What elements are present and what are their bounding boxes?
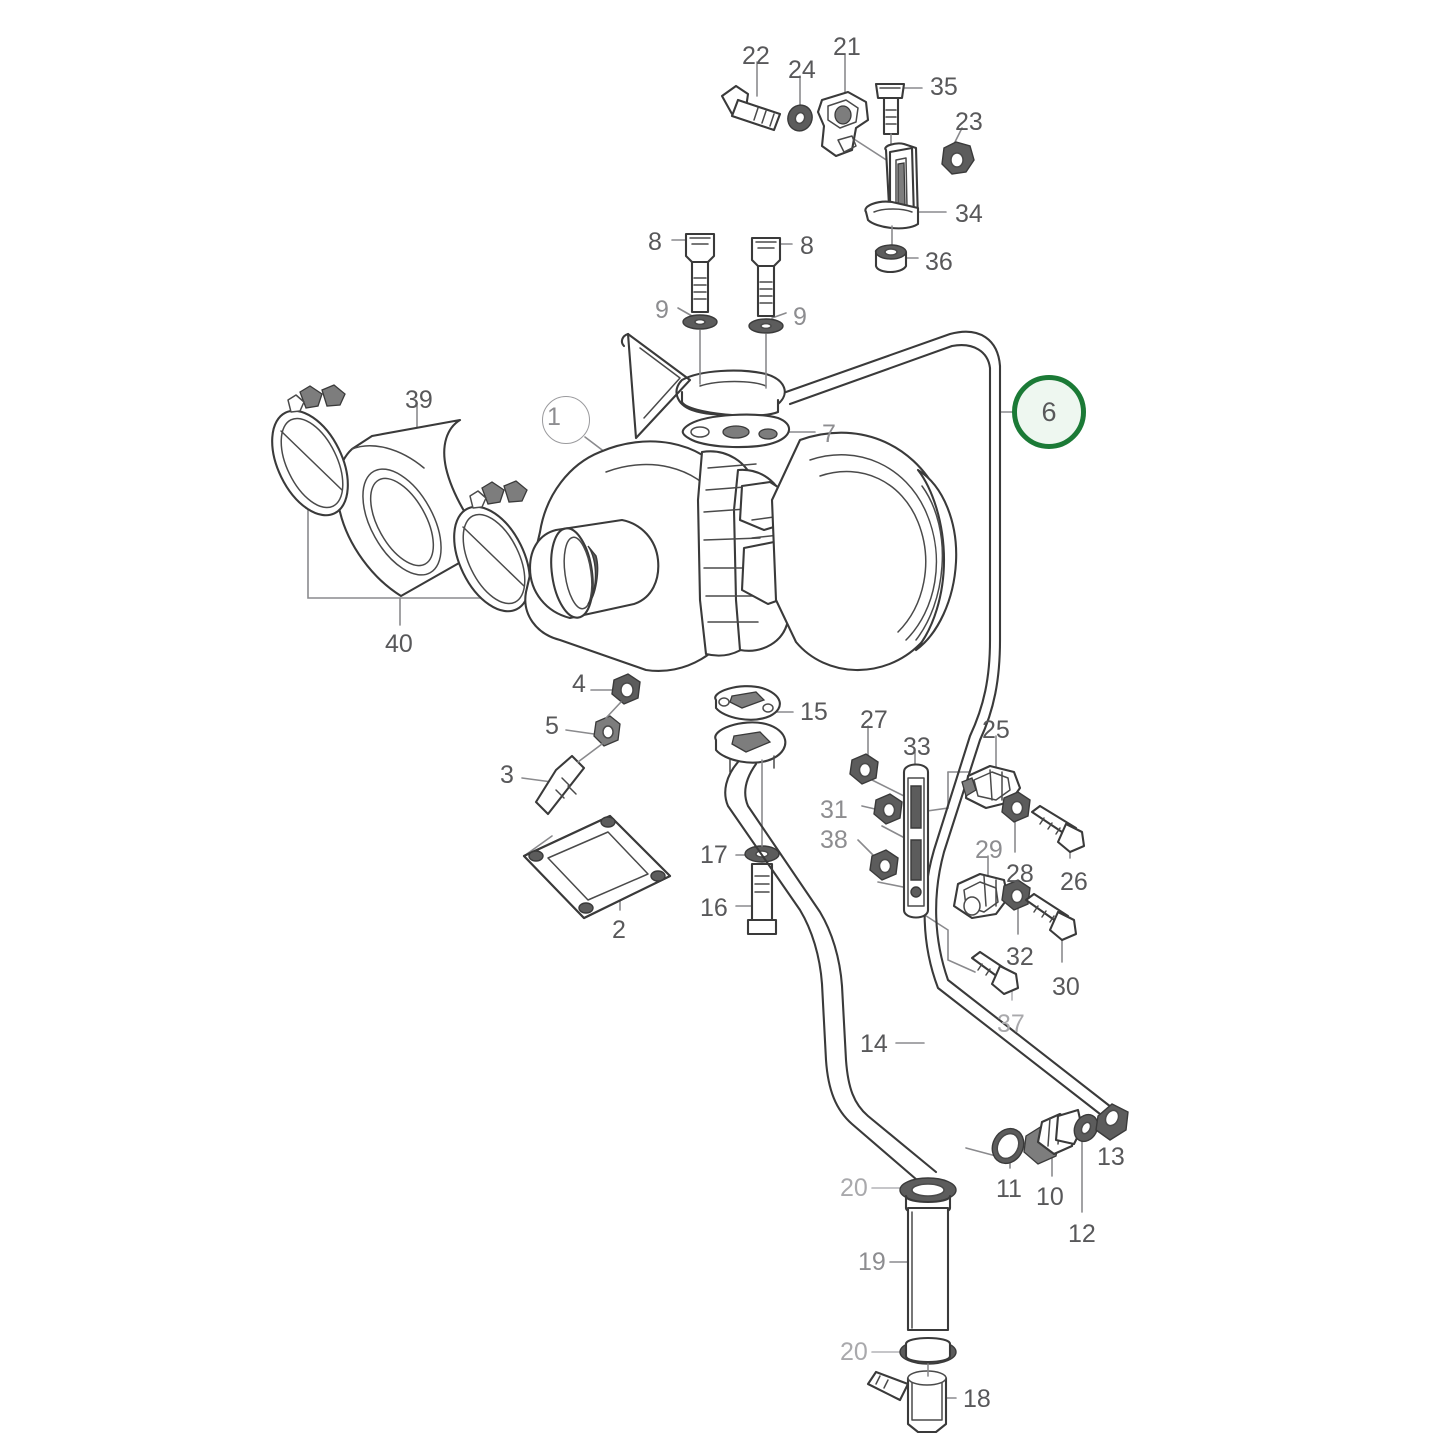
callout-label-24: 24 <box>788 58 816 83</box>
callout-label-8b: 8 <box>800 234 814 259</box>
callout-label-14: 14 <box>860 1032 888 1057</box>
callout-label-20b: 20 <box>840 1340 868 1365</box>
bracket-and-clamp-cluster <box>850 754 1084 994</box>
callout-label-19: 19 <box>858 1250 886 1275</box>
callout-label-20a: 20 <box>840 1176 868 1201</box>
cap-screws-and-washers <box>683 234 783 388</box>
callout-label-38: 38 <box>820 828 848 853</box>
callout-label-29: 29 <box>975 838 1003 863</box>
callout-label-34: 34 <box>955 202 983 227</box>
callout-label-2: 2 <box>612 918 626 943</box>
callout-label-30: 30 <box>1052 975 1080 1000</box>
callout-label-7: 7 <box>822 422 836 447</box>
callout-label-32: 32 <box>1006 945 1034 970</box>
highlighted-part-badge-6[interactable]: 6 <box>1012 375 1086 449</box>
callout-label-40: 40 <box>385 632 413 657</box>
callout-label-27: 27 <box>860 708 888 733</box>
callout-label-17: 17 <box>700 843 728 868</box>
callout-label-36: 36 <box>925 250 953 275</box>
callout-label-18: 18 <box>963 1387 991 1412</box>
callout-label-10: 10 <box>1036 1185 1064 1210</box>
callout-label-37: 37 <box>997 1012 1025 1037</box>
callout-label-15: 15 <box>800 700 828 725</box>
callout-label-28: 28 <box>1006 862 1034 887</box>
callout-label-25: 25 <box>982 718 1010 743</box>
callout-label-9a: 9 <box>655 298 669 323</box>
callout-label-22: 22 <box>742 44 770 69</box>
callout-label-3: 3 <box>500 763 514 788</box>
callout-label-4: 4 <box>572 672 586 697</box>
callout-circle-1 <box>542 396 590 444</box>
callout-label-39: 39 <box>405 388 433 413</box>
callout-label-13: 13 <box>1097 1145 1125 1170</box>
callout-label-26: 26 <box>1060 870 1088 895</box>
callout-label-16: 16 <box>700 896 728 921</box>
exhaust-gasket-and-fasteners <box>524 674 670 918</box>
callout-label-21: 21 <box>833 35 861 60</box>
drain-hose-assembly <box>868 1178 956 1432</box>
callout-label-35: 35 <box>930 75 958 100</box>
callout-label-8a: 8 <box>648 230 662 255</box>
callout-label-9b: 9 <box>793 305 807 330</box>
callout-label-33: 33 <box>903 735 931 760</box>
callout-label-11: 11 <box>996 1177 1022 1202</box>
callout-label-12: 12 <box>1068 1222 1096 1247</box>
turbocharger-housing <box>525 334 956 671</box>
callout-label-5: 5 <box>545 714 559 739</box>
intake-hose-assembly <box>257 385 546 623</box>
callout-label-31: 31 <box>820 798 848 823</box>
callout-label-23: 23 <box>955 110 983 135</box>
